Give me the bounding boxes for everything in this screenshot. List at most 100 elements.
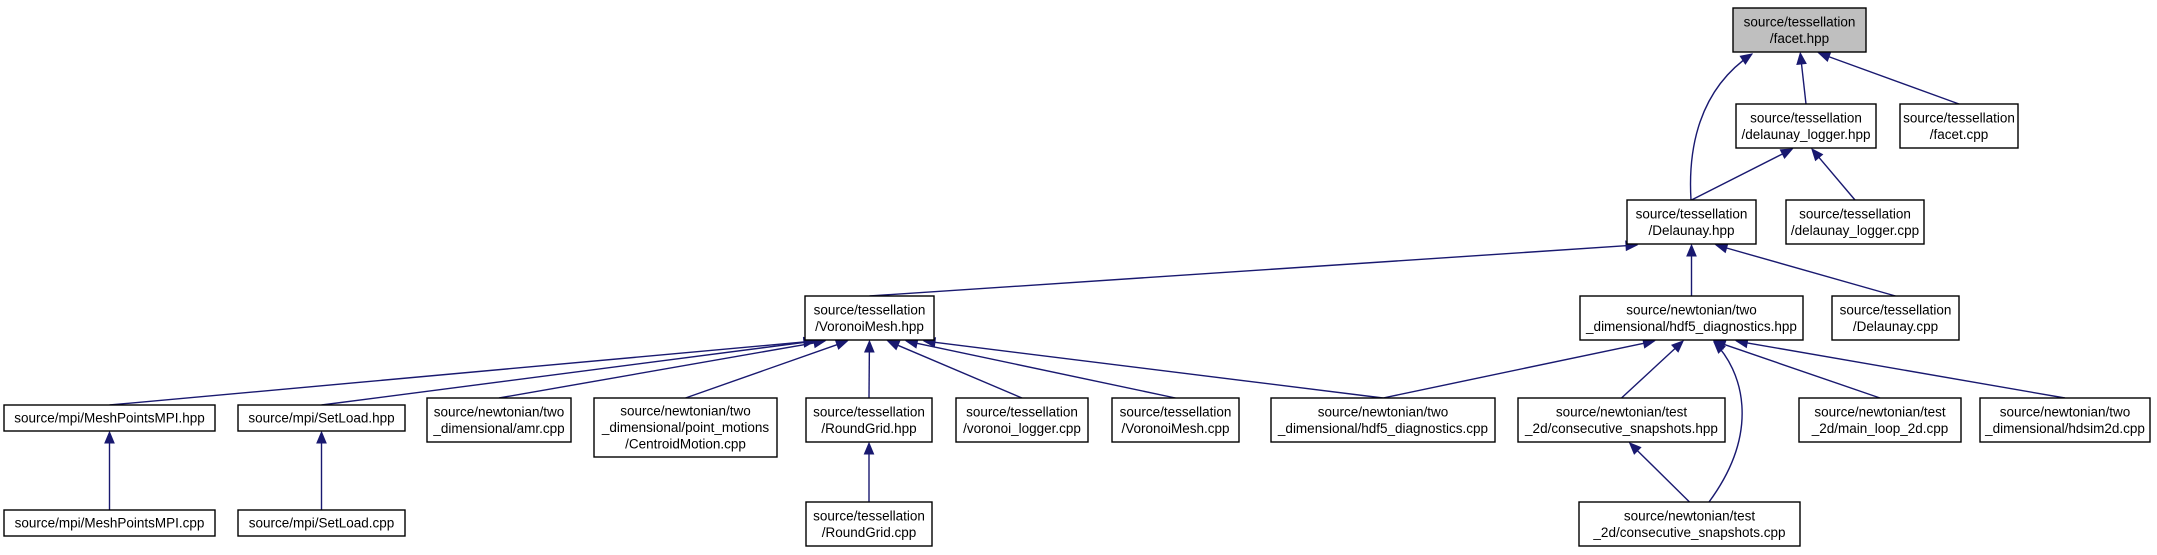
node-label-line: _2d/consecutive_snapshots.hpp — [1524, 421, 1718, 436]
node-label-line: /facet.cpp — [1930, 127, 1989, 142]
node-hdf5-diag-cpp[interactable]: source/newtonian/two_dimensional/hdf5_di… — [1270, 397, 1496, 443]
node-label-line: /CentroidMotion.cpp — [625, 437, 746, 452]
node-label-line: /Delaunay.cpp — [1853, 319, 1938, 334]
node-label-line: _2d/main_loop_2d.cpp — [1811, 421, 1949, 436]
edge-delaunay_logger_hpp-to-facet_hpp — [1800, 63, 1807, 105]
node-label-line: source/tessellation — [813, 404, 925, 419]
node-consec-cpp[interactable]: source/newtonian/test_2d/consecutive_sna… — [1578, 501, 1801, 547]
node-box — [1979, 397, 2151, 443]
node-box — [805, 501, 933, 547]
edges-layer — [104, 51, 2066, 510]
node-label-line: /voronoi_logger.cpp — [963, 421, 1081, 436]
arrowhead-consec_cpp-to-consec_hpp — [1628, 442, 1642, 455]
node-setload-cpp[interactable]: source/mpi/SetLoad.cpp — [237, 509, 406, 537]
node-box — [3, 404, 216, 432]
node-label-line: source/tessellation — [813, 508, 925, 523]
node-box — [1626, 199, 1757, 245]
node-label-line: _dimensional/hdsim2d.cpp — [1984, 421, 2145, 436]
node-amr-cpp[interactable]: source/newtonian/two_dimensional/amr.cpp — [426, 397, 572, 443]
edge-facet_cpp-to-facet_hpp — [1828, 56, 1960, 105]
edge-consec_cpp-to-consec_hpp — [1636, 450, 1690, 503]
edge-hdf5_diag_cpp-to-hdf5_diag_hpp — [1382, 342, 1644, 399]
node-box — [426, 397, 572, 443]
node-box — [1831, 295, 1960, 341]
node-label-line: /RoundGrid.hpp — [821, 421, 916, 436]
node-delaunay-logger-cpp[interactable]: source/tessellation/delaunay_logger.cpp — [1785, 199, 1925, 245]
edge-delaunay_cpp-to-delaunay_hpp — [1726, 247, 1896, 297]
edge-voronoimesh_hpp-to-delaunay_hpp — [869, 245, 1627, 297]
node-box — [237, 509, 406, 537]
arrowhead-voronoi_logger_cpp-to-voronoimesh_hpp — [886, 340, 901, 351]
arrowhead-delaunay_hpp-to-facet_hpp — [1739, 53, 1754, 65]
node-label-line: /Delaunay.hpp — [1648, 223, 1734, 238]
node-box — [237, 404, 406, 432]
node-setload-hpp[interactable]: source/mpi/SetLoad.hpp — [237, 404, 406, 432]
edge-amr_cpp-to-voronoimesh_hpp — [498, 342, 815, 399]
node-label-line: _dimensional/hdf5_diagnostics.hpp — [1585, 319, 1797, 334]
edge-consec_cpp-to-hdf5_diag_hpp — [1708, 341, 1743, 503]
node-main-loop-cpp[interactable]: source/newtonian/test _2d/main_loop_2d.cp… — [1798, 397, 1962, 443]
node-label-line: source/newtonian/two — [1626, 302, 1757, 317]
node-box — [955, 397, 1089, 443]
arrowhead-roundgrid_hpp-to-voronoimesh_hpp — [864, 339, 875, 353]
node-box — [1578, 501, 1801, 547]
arrowhead-roundgrid_cpp-to-roundgrid_hpp — [863, 441, 875, 455]
edge-consec_hpp-to-hdf5_diag_hpp — [1621, 347, 1676, 399]
node-label-line: source/tessellation — [814, 302, 926, 317]
node-box — [1899, 103, 2019, 149]
node-meshpointsmpi-cpp[interactable]: source/mpi/MeshPointsMPI.cpp — [3, 509, 216, 537]
node-box — [1798, 397, 1962, 443]
node-label-line: source/tessellation — [1120, 404, 1232, 419]
node-meshpointsmpi-hpp[interactable]: source/mpi/MeshPointsMPI.hpp — [3, 404, 216, 432]
node-box — [1735, 103, 1877, 149]
node-label-line: source/mpi/SetLoad.hpp — [248, 411, 394, 426]
node-delaunay-logger-hpp[interactable]: source/tessellation/delaunay_logger.hpp — [1735, 103, 1877, 149]
node-roundgrid-hpp[interactable]: source/tessellation/RoundGrid.hpp — [805, 397, 933, 443]
node-label-line: source/newtonian/two — [1318, 404, 1449, 419]
node-hdsim2d-cpp[interactable]: source/newtonian/two _dimensional/hdsim2d… — [1979, 397, 2151, 443]
node-label-line: source/newtonian/test — [1814, 404, 1946, 419]
node-box — [1785, 199, 1925, 245]
node-label-line: /VoronoiMesh.hpp — [815, 319, 924, 334]
node-facet-cpp[interactable]: source/tessellation/facet.cpp — [1899, 103, 2019, 149]
node-voronoi-logger-cpp[interactable]: source/tessellation/voronoi_logger.cpp — [955, 397, 1089, 443]
node-label-line: source/newtonian/two — [434, 404, 565, 419]
edge-main_loop_cpp-to-hdf5_diag_hpp — [1724, 343, 1881, 399]
node-label-line: source/newtonian/two — [620, 404, 751, 419]
edge-voronoimesh_cpp-to-voronoimesh_hpp — [916, 342, 1176, 399]
node-label-line: source/newtonian/test — [1556, 404, 1688, 419]
edge-voronoi_logger_cpp-to-voronoimesh_hpp — [897, 344, 1023, 399]
node-box — [1732, 7, 1867, 53]
node-label-line: source/tessellation — [1750, 110, 1862, 125]
node-roundgrid-cpp[interactable]: source/tessellation/RoundGrid.cpp — [805, 501, 933, 547]
edge-hdsim2d_cpp-to-hdf5_diag_hpp — [1747, 342, 2066, 399]
node-consec-hpp[interactable]: source/newtonian/test _2d/consecutive_sna… — [1517, 397, 1726, 443]
node-label-line: source/tessellation — [1799, 206, 1911, 221]
node-box — [1111, 397, 1240, 443]
node-label-line: source/newtonian/two — [2000, 404, 2131, 419]
node-box — [3, 509, 216, 537]
arrowhead-consec_hpp-to-hdf5_diag_hpp — [1671, 340, 1685, 353]
node-box — [1517, 397, 1726, 443]
node-facet-hpp[interactable]: source/tessellation/facet.hpp — [1732, 7, 1867, 53]
node-label-line: /facet.hpp — [1770, 31, 1829, 46]
node-box — [1579, 295, 1804, 341]
node-label-line: _dimensional/point_motions — [601, 420, 770, 435]
node-label-line: source/mpi/SetLoad.cpp — [249, 516, 395, 531]
nodes-layer: source/tessellation/facet.hppsource/tess… — [3, 7, 2151, 547]
node-delaunay-cpp[interactable]: source/tessellation/Delaunay.cpp — [1831, 295, 1960, 341]
edge-centroidmotion_cpp-to-voronoimesh_hpp — [685, 343, 838, 399]
node-voronoimesh-hpp[interactable]: source/tessellation/VoronoiMesh.hpp — [804, 295, 935, 341]
node-label-line: source/tessellation — [966, 404, 1078, 419]
node-box — [805, 397, 933, 443]
node-label-line: _2d/consecutive_snapshots.cpp — [1592, 525, 1785, 540]
edge-hdf5_diag_cpp-to-voronoimesh_hpp — [934, 341, 1384, 399]
node-box — [1270, 397, 1496, 443]
node-delaunay-hpp[interactable]: source/tessellation/Delaunay.hpp — [1626, 199, 1757, 245]
node-hdf5-diag-hpp[interactable]: source/newtonian/two _dimensional/hdf5_di… — [1579, 295, 1804, 341]
node-label-line: source/tessellation — [1840, 302, 1952, 317]
node-centroidmotion-cpp[interactable]: source/newtonian/two_dimensional/point_m… — [593, 397, 778, 458]
edge-delaunay_hpp-to-delaunay_logger_hpp — [1691, 153, 1783, 201]
node-voronoimesh-cpp[interactable]: source/tessellation/VoronoiMesh.cpp — [1111, 397, 1240, 443]
